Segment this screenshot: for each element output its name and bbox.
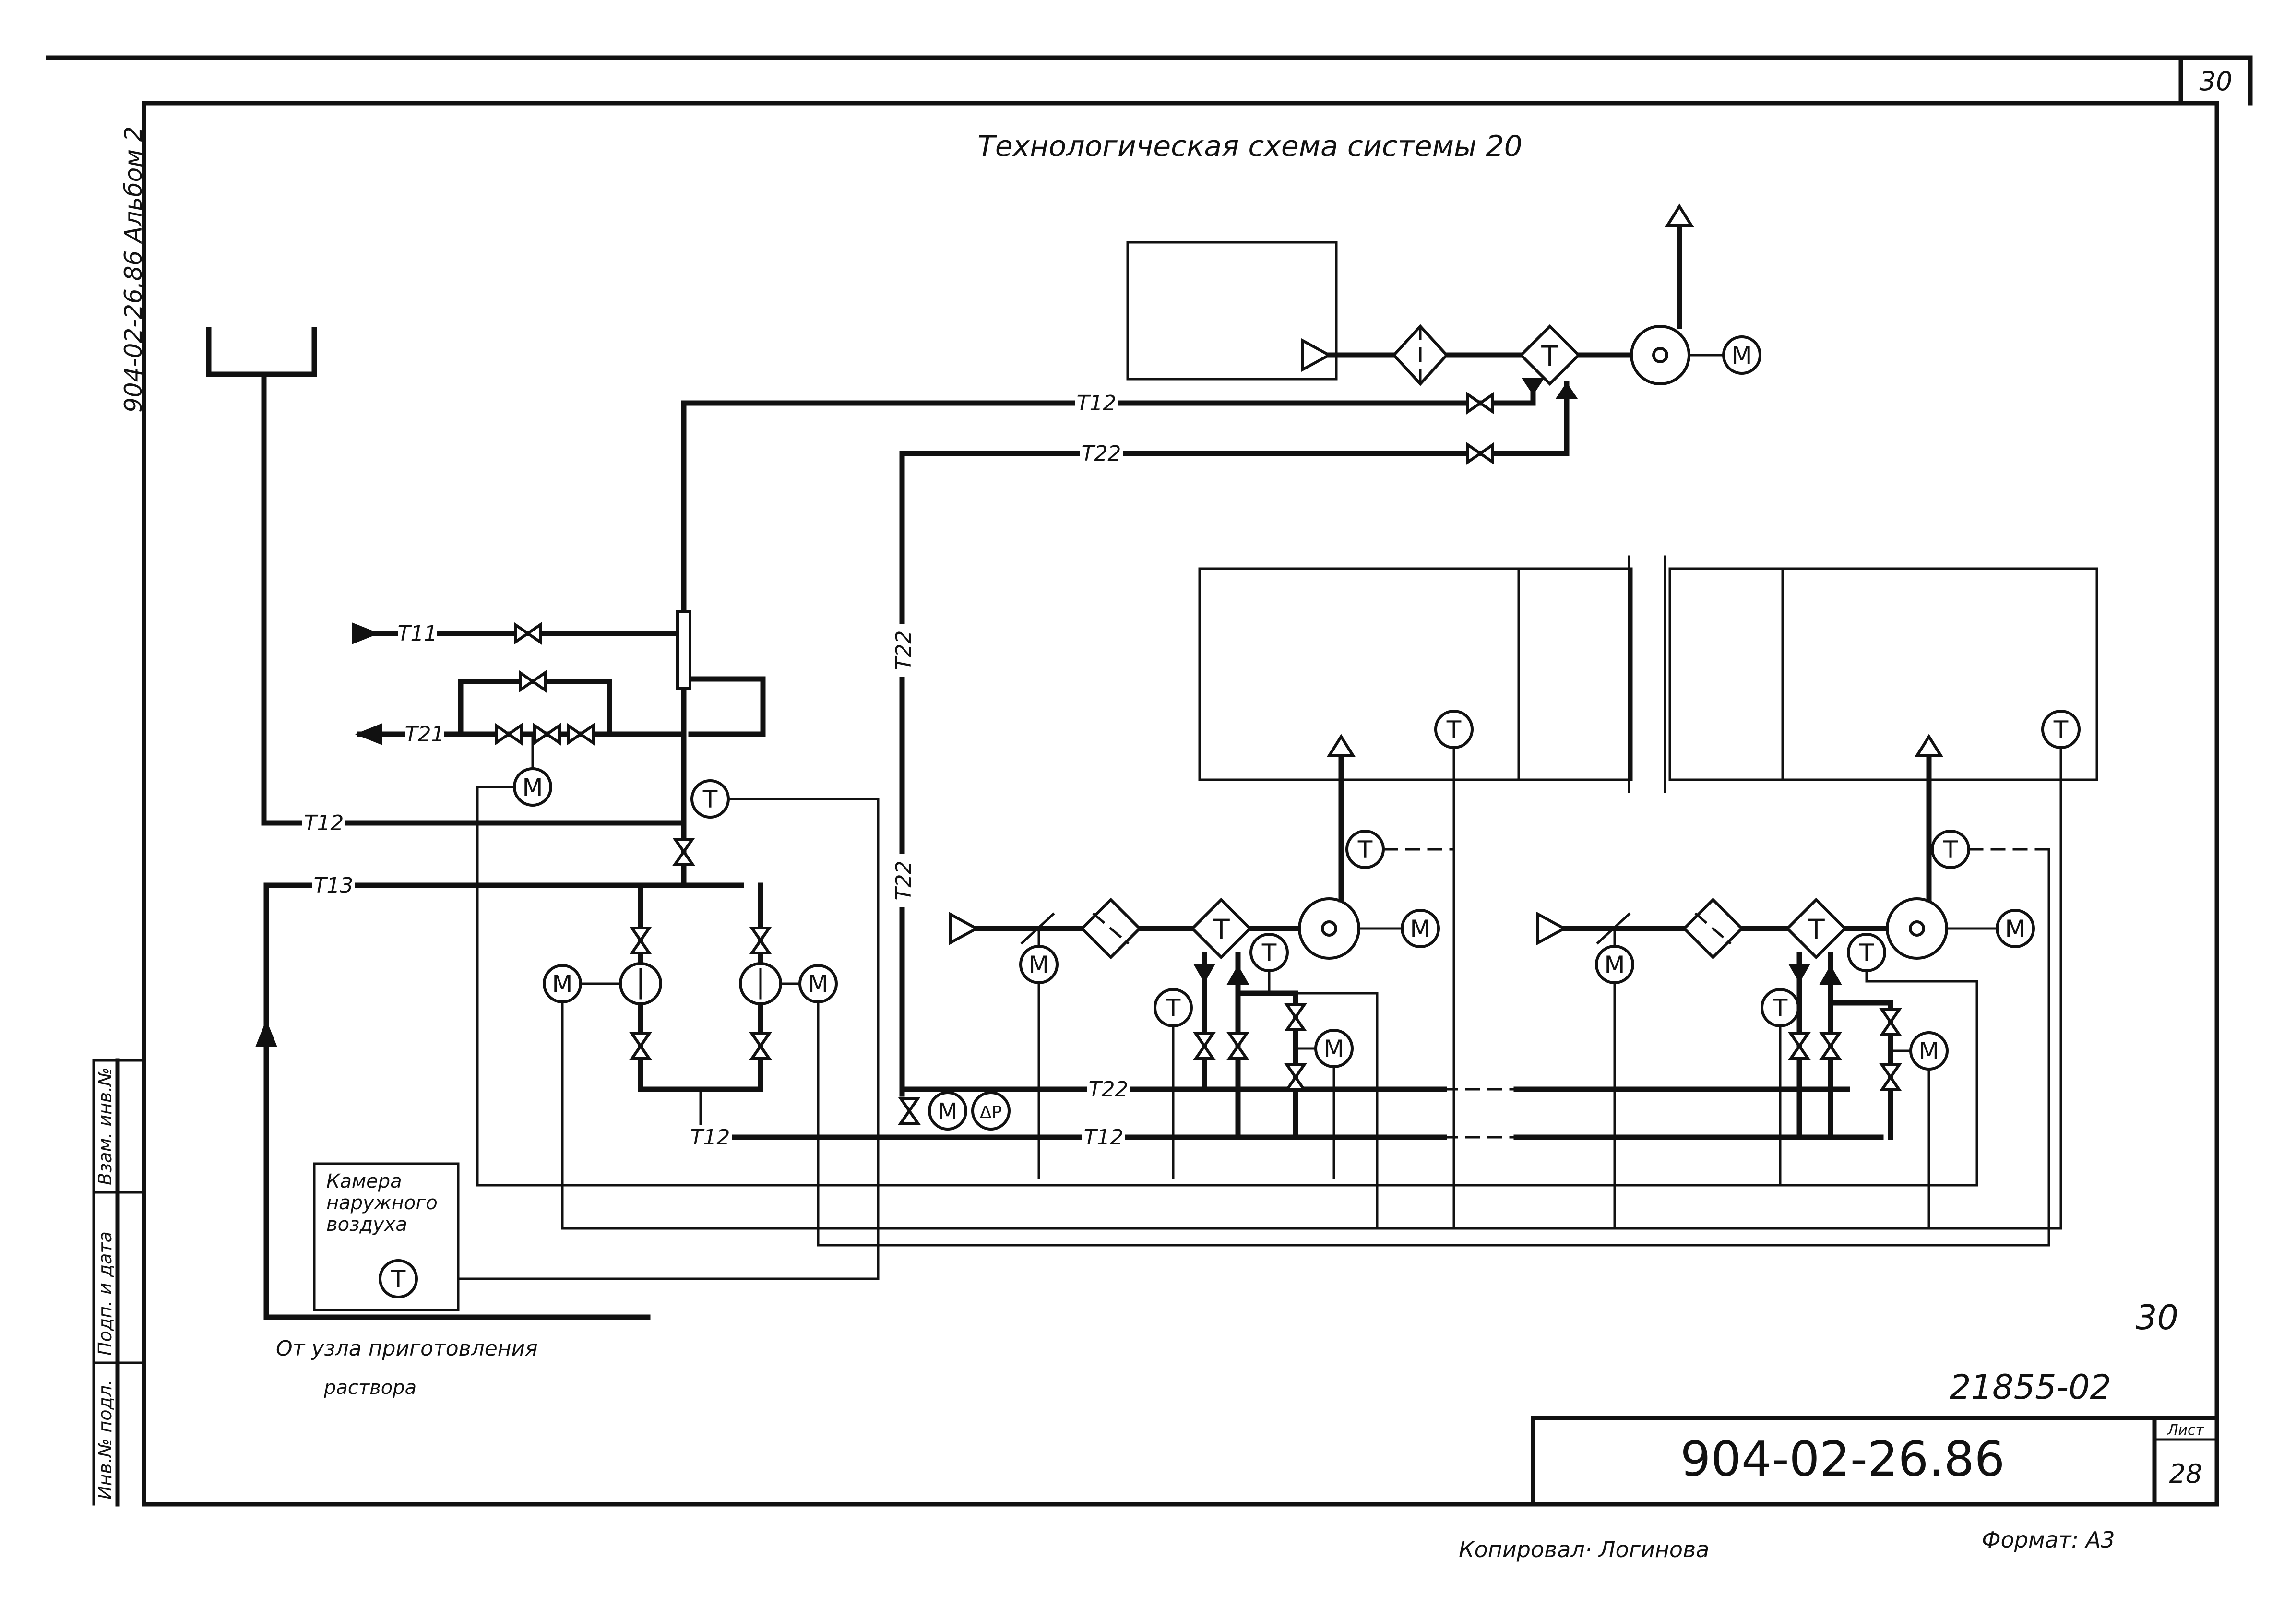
unit1-coil-temp-label: Т: [1166, 994, 1181, 1022]
air-unit-1: Т М М Т Т Т Т: [949, 710, 1474, 1230]
left-stamp-3: Инв.№ подл.: [95, 1380, 116, 1500]
supply-temp-label: Т: [702, 786, 718, 813]
source-note-1: От узла приготовления: [276, 1336, 538, 1361]
chamber-label-2: наружного: [326, 1192, 438, 1214]
pipe-label-t22-riser: Т22: [892, 631, 916, 670]
side-stamp: 904-02-26.86 Альбом 2: [119, 126, 147, 413]
pipe-label-t21: Т21: [405, 722, 445, 747]
top-heater-label: Т: [1541, 340, 1558, 372]
pipe-label-t12-main: Т12: [1084, 1125, 1124, 1150]
source-note-2: раствора: [323, 1377, 416, 1399]
unit1-room-temp-label: Т: [1446, 716, 1462, 744]
unit2-supply-temp-label: Т: [1943, 836, 1958, 864]
unit2-damper-motor-label: М: [1604, 951, 1625, 979]
copied-by: Копировал· Логинова: [1459, 1536, 1709, 1562]
pipe-label-t13: Т13: [314, 873, 354, 898]
chamber-label-1: Камера: [326, 1170, 402, 1192]
top-fan-motor-label: М: [1731, 342, 1752, 369]
sheet-title: Технологическая схема системы 20: [977, 130, 1523, 163]
pipe-label-t12-top: Т12: [1077, 391, 1117, 416]
pipe-label-t12-left: Т12: [304, 811, 344, 835]
pipe-label-t22-riser-low: Т22: [892, 861, 916, 901]
pipe-label-t22-main: Т22: [1089, 1077, 1129, 1102]
air-unit-2: Т М М Т Т Т Т М: [1536, 710, 2081, 1230]
unit2-heater-label: Т: [1807, 913, 1825, 946]
unit2-coil-temp-label: Т: [1773, 994, 1788, 1022]
control-wiring: [459, 786, 2062, 1280]
unit-mains: М ΔР Т22 Т12: [901, 1077, 1884, 1150]
unit1-valve-motor-label: М: [1323, 1035, 1344, 1063]
unit1-heater-label: Т: [1212, 913, 1230, 946]
pump-group: М М Т12: [543, 882, 910, 1150]
left-stamp-2: Подп. и дата: [95, 1231, 116, 1356]
three-way-valve-motor-label: М: [522, 774, 543, 801]
pump-2-motor-label: М: [808, 970, 828, 998]
pipe-label-t22-top: Т22: [1082, 441, 1121, 466]
unit2-room-temp-label: Т: [2053, 716, 2069, 744]
outdoor-temp-label: Т: [391, 1265, 406, 1293]
pipe-labels: Т12 Т22 Т11 Т21 Т12 Т13 Т22 Т22: [302, 391, 1123, 907]
unit1-supply-temp-label: Т: [1357, 836, 1373, 864]
main-valve-motor-label: М: [938, 1098, 957, 1125]
sheet-label: Лист: [2167, 1422, 2205, 1439]
doc-number: 904-02-26.86: [1680, 1431, 2005, 1487]
unit1-fan-motor-label: М: [1410, 915, 1430, 943]
sheet-number: 28: [2169, 1459, 2202, 1489]
corner-page-number: 30: [2200, 66, 2233, 96]
chamber-label-3: воздуха: [326, 1214, 407, 1236]
unit1-damper-motor-label: М: [1028, 951, 1049, 979]
drawing-frame: [46, 55, 2253, 1507]
format-label: Формат: А3: [1982, 1527, 2115, 1553]
unit1-return-temp-label: Т: [1261, 939, 1277, 967]
left-stamp-1: Взам. инв.№: [95, 1067, 116, 1185]
unit2-return-temp-label: Т: [1859, 939, 1874, 967]
page-mark: 30: [2136, 1298, 2178, 1337]
pipe-label-t12-bottom: Т12: [690, 1125, 730, 1150]
unit2-valve-motor-label: М: [1918, 1037, 1939, 1065]
archive-number: 21855-02: [1950, 1368, 2111, 1407]
dp-sensor-label: ΔР: [980, 1103, 1002, 1122]
pump-1-motor-label: М: [552, 970, 572, 998]
outdoor-air-chamber: Камера наружного воздуха Т: [313, 1162, 460, 1311]
rooms: [1198, 555, 2098, 793]
main-pipes: М: [206, 317, 1578, 1320]
top-air-unit: Т М: [1126, 203, 1761, 386]
unit2-fan-motor-label: М: [2005, 915, 2025, 943]
supply-temp-sensor: Т: [690, 779, 730, 819]
pipe-label-t11: Т11: [398, 621, 438, 646]
